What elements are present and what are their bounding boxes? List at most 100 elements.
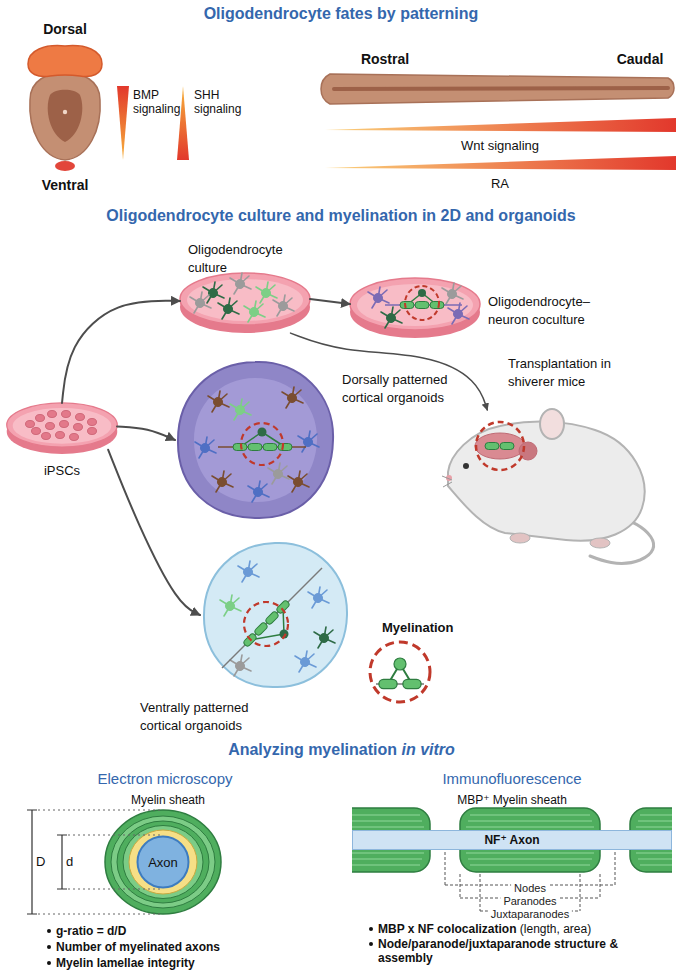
ipsc-dish: iPSCs [7,403,117,455]
text-label: Paranodes [500,895,559,908]
coculture-dish-illustration [350,278,480,338]
text-label: Juxtaparanodes [488,908,572,921]
label-slot: Myelination [382,618,482,636]
coculture-dish: Oligodendrocyte–neuron coculture [350,278,480,340]
dorsal-organoid-illustration [298,431,319,452]
myelination-symbol [370,642,430,702]
coculture-dish-illustration [350,278,480,338]
ventral-organoid-illustration [238,561,259,582]
bullet-text: MBP x NF colocalization [378,922,516,936]
culture-dish-illustration [273,295,294,316]
shiverer-mouse-illustration [442,476,452,487]
myelin-sheath-cross-section [123,826,203,899]
text-label: Nodes [511,882,549,895]
node-label: iPSCs [44,463,80,478]
ipsc-dish-illustration [7,403,118,454]
bullet-text: (length, area) [520,922,591,936]
coculture-dish-illustration [400,302,414,309]
bullet-dot [369,927,373,931]
dorsal-organoid-illustration [288,471,309,492]
bmp-gradient [117,86,129,160]
shh-gradient [177,86,189,160]
label-slot: Oligodendrocyte fates by patterning [204,4,479,24]
label-slot: Nodes [511,878,549,896]
culture-dish-illustration [180,273,310,333]
node-brackets [480,874,580,911]
label-slot: Dorsal [43,20,87,38]
node-label: Transplantation in shiverer mice [508,356,611,389]
axon-outline [138,837,189,888]
text-label: Dorsal [43,21,87,37]
coculture-dish-illustration [381,307,402,328]
dimension-lines [27,810,67,914]
text-label: Ventral [42,177,89,193]
coculture-dish-illustration [350,278,480,338]
node-label: Ventrally patterned cortical organoids [140,700,248,733]
text-label: BMP signaling [133,88,189,116]
shiverer-mouse-illustration [463,463,469,469]
culture-dish-illustration [230,273,251,294]
shiverer-mouse-illustration [476,422,524,470]
ipsc-dish-illustration [48,411,57,418]
label-slot: Oligodendrocyte–neuron coculture [488,292,610,328]
shiverer-mouse-illustration [448,421,645,540]
label-slot: Caudal [617,50,664,68]
ventral-organoid-illustration [276,600,291,615]
node-label: Oligodendrocyte–neuron coculture [488,294,590,327]
node-label: Dorsally patterned cortical organoids [342,372,448,405]
dorsal-organoid: Dorsally patterned cortical organoids [175,360,335,520]
section-heading: Oligodendrocyte culture and myelination … [106,206,575,226]
coculture-dish-illustration [430,302,444,309]
text-label: D [36,854,50,869]
culture-dish-illustration [244,301,265,322]
node-label: Oligodendrocyte culture [188,242,283,275]
label-slot: D [36,854,50,869]
spinal-cord-cross-section [63,110,67,114]
label-slot: Juxtaparanodes [488,904,572,922]
dorsal-organoid-illustration [278,444,292,451]
dorsal-organoid-illustration [268,463,289,484]
myelination-symbol [379,679,397,688]
shiverer-mouse: Transplantation in shiverer mice [440,410,660,555]
myelination-circle: Myelination [368,640,432,704]
label-slot: Rostral [361,50,409,68]
text-label: RA [491,176,509,191]
text-label: Myelin sheath [131,793,205,807]
section-heading: Oligodendrocyte fates by patterning [204,4,479,24]
myelin-sheath-cross-section [129,830,197,894]
ventral-organoid-illustration [204,543,347,687]
myelin-sheath-cross-section [105,810,221,914]
label-slot: Immunofluorescence [442,770,581,788]
culture-dish-illustration [190,292,211,313]
shiverer-mouse-illustration [590,538,610,548]
spinal-cord-cross-section [48,90,83,142]
flow-arrow [291,333,488,410]
ipsc-dish-illustration [76,414,85,421]
label-slot: Oligodendrocyte culture and myelination … [106,206,575,226]
flow-arrow [62,301,180,403]
label-slot: Wnt signaling [461,136,539,154]
flow-arrow [108,450,200,615]
dorsal-organoid-illustration [195,437,216,458]
culture-dish-illustration [218,298,239,319]
culture-dish-illustration [180,273,310,333]
node-brackets [445,852,615,885]
ipsc-dish-illustration [88,419,97,426]
bullet-text: g-ratio = d/D [56,924,126,938]
spinal-cord-longitudinal [321,74,674,104]
label-slot: Electron microscopy [97,770,232,788]
ventral-organoid-illustration [222,568,322,668]
coculture-dish-illustration [405,286,439,320]
spinal-cord-longitudinal [334,88,668,89]
ventral-organoid-illustration [204,543,347,687]
text-label: Rostral [361,51,409,67]
dorsal-organoid-illustration [263,444,277,451]
ventral-organoid-illustration [254,622,269,637]
bullet-item: Myelin lamellae integrity [46,956,256,970]
node-label: Axon [148,855,178,870]
ventral-organoid-illustration [244,602,288,646]
ipsc-dish-illustration [26,421,35,428]
ipsc-dish-illustration [74,424,83,431]
bullet-text: Myelin lamellae integrity [56,956,195,970]
